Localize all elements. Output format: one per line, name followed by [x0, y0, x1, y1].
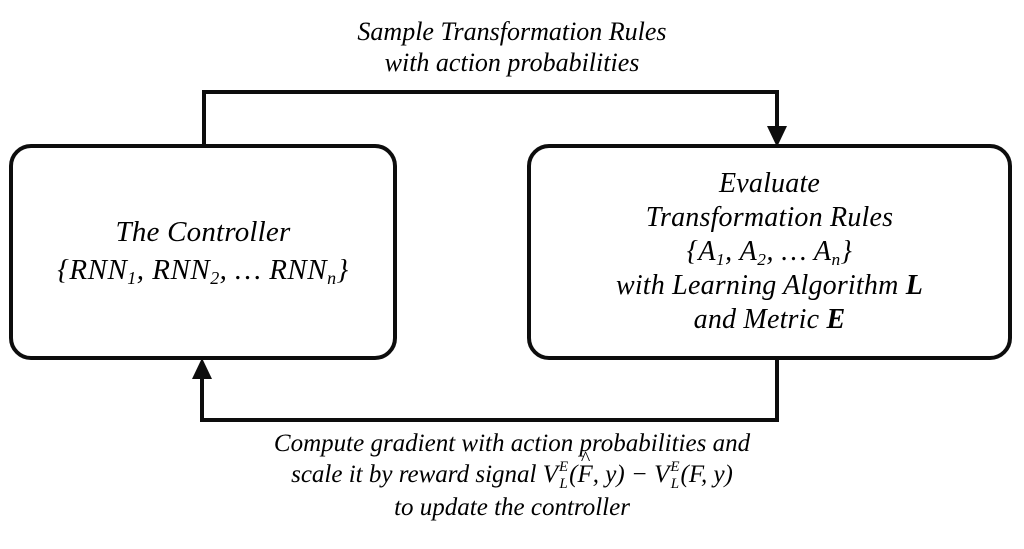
controller-rnn-1-subscript: 1: [127, 268, 137, 289]
evaluate-separator-1: ,: [725, 235, 740, 267]
reward-v2-symbol: V: [654, 461, 670, 488]
reward-v-symbol: V: [542, 461, 558, 488]
evaluate-title-line-2: Transformation Rules: [645, 201, 894, 233]
bottom-caption-line-1: Compute gradient with action probabiliti…: [273, 430, 751, 457]
evaluate-metric-line: and Metric E: [694, 303, 846, 337]
f-hat-base: F: [577, 461, 593, 488]
edge-evaluate-to-controller: [192, 358, 779, 422]
bottom-caption-line-2-prefix: scale it by reward signal: [291, 461, 543, 488]
evaluate-action-set: {A1, A2, … An}: [687, 235, 853, 269]
bottom-caption-line-3: to update the controller: [394, 494, 630, 522]
learning-algorithm-symbol: L: [905, 270, 924, 302]
top-caption-line-1: Sample Transformation Rules: [357, 17, 667, 46]
reward-v2-superscript: E: [670, 458, 680, 475]
evaluate-a-1: A: [698, 235, 716, 267]
evaluate-learning-algorithm-line: with Learning Algorithm L: [616, 269, 923, 303]
node-controller[interactable]: The Controller {RNN1, RNN2, … RNNn}: [9, 144, 397, 360]
controller-rnn-n: RNN: [269, 254, 328, 286]
edge-label-sample-transformation-rules: Sample Transformation Rules with action …: [0, 16, 1024, 78]
reward-v2-subscript: L: [670, 475, 680, 492]
evaluate-title-line-1: Evaluate: [718, 167, 821, 199]
evaluate-a-n: A: [813, 235, 832, 267]
arrowhead-up-icon: [192, 358, 212, 379]
controller-separator-1: ,: [136, 254, 153, 286]
controller-rnn-n-subscript: n: [327, 268, 337, 289]
f-hat-symbol: ^F: [577, 449, 593, 490]
edge-controller-to-evaluate: [202, 90, 787, 147]
reward-comma-y: , y: [592, 461, 617, 488]
top-caption-line-2: with action probabilities: [384, 48, 640, 78]
evaluate-separator-2: , …: [766, 235, 814, 267]
metric-symbol: E: [826, 304, 846, 336]
reward-comma-y-2: , y: [700, 461, 725, 488]
edge-label-compute-gradient: Compute gradient with action probabiliti…: [0, 428, 1024, 523]
controller-separator-2: , …: [219, 254, 270, 286]
evaluate-a-2: A: [739, 235, 758, 267]
reward-close-paren-2: ): [724, 461, 733, 488]
evaluate-learning-algorithm-text: with Learning Algorithm: [615, 270, 906, 302]
reward-v-subscript: L: [559, 475, 568, 492]
reward-v-superscript: E: [559, 458, 569, 475]
controller-brace-close: }: [336, 254, 349, 286]
f-plain-symbol: F: [688, 461, 701, 488]
reward-close-paren: ): [616, 461, 625, 488]
evaluate-brace-close: }: [840, 235, 853, 267]
reward-open-paren-2: (: [680, 461, 689, 488]
controller-rnn-set: {RNN1, RNN2, … RNNn}: [57, 252, 348, 290]
controller-rnn-1: RNN: [69, 254, 128, 286]
evaluate-metric-text: and Metric: [693, 304, 827, 336]
controller-title: The Controller: [115, 216, 291, 249]
evaluate-brace-open: {: [686, 235, 699, 267]
circumflex-accent-icon: ^: [580, 447, 591, 470]
evaluate-a-1-subscript: 1: [715, 249, 726, 269]
node-evaluate[interactable]: Evaluate Transformation Rules {A1, A2, ……: [527, 144, 1012, 360]
evaluate-a-2-subscript: 2: [757, 249, 767, 269]
controller-rnn-2-subscript: 2: [210, 268, 220, 289]
reward-open-paren: (: [569, 461, 578, 488]
reward-minus-operator: −: [624, 461, 655, 488]
controller-rnn-2: RNN: [152, 254, 211, 286]
evaluate-a-n-subscript: n: [831, 249, 841, 269]
arrowhead-down-icon: [767, 126, 787, 147]
controller-brace-open: {: [57, 254, 70, 286]
